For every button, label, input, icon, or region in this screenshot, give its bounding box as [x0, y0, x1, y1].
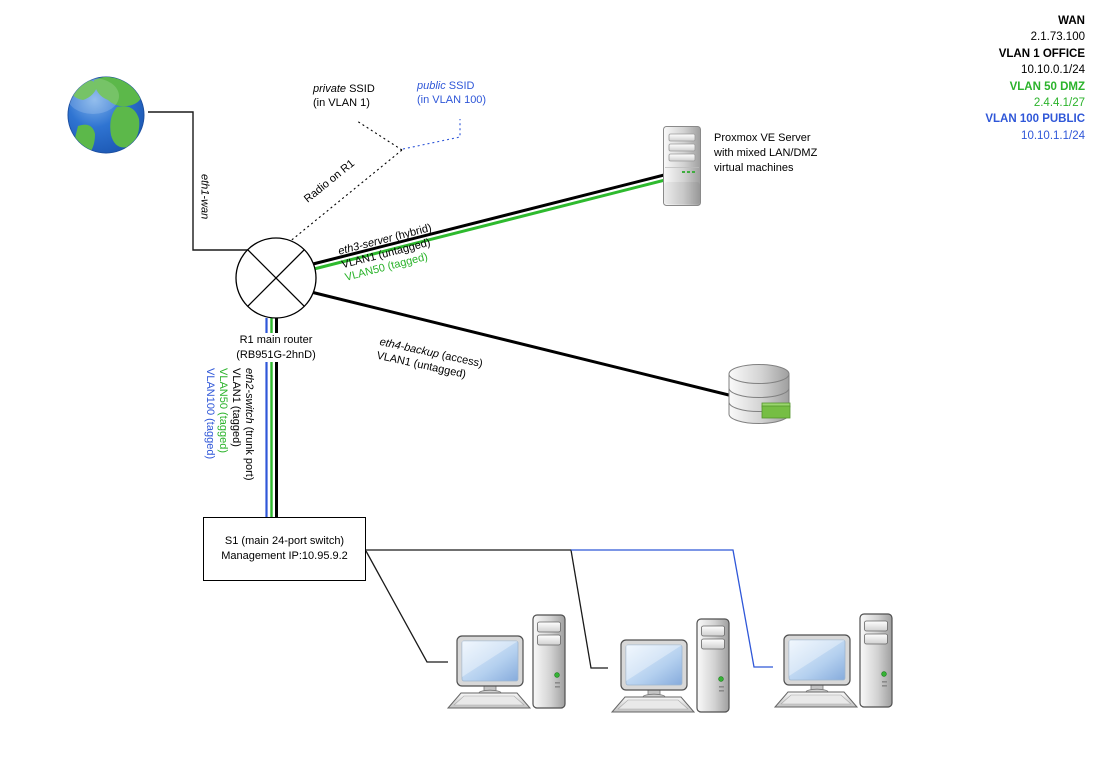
server-label: Proxmox VE Server with mixed LAN/DMZ vir… — [714, 131, 817, 176]
eth2-vlan100-label: VLAN100 (tagged) — [204, 368, 216, 460]
private-ssid-label: private SSID (in VLAN 1) — [313, 83, 375, 110]
backup-database-icon — [728, 364, 791, 424]
internet-globe-icon — [67, 76, 145, 154]
eth2-port-name: eth2-switch — [243, 368, 255, 424]
eth3-server-link — [311, 171, 673, 271]
server-desc2: virtual machines — [714, 162, 794, 174]
eth2-vlan50-label: VLAN50 (tagged) — [217, 368, 229, 453]
switch-mgmt-ip: Management IP:10.95.9.2 — [221, 550, 348, 562]
pc2-icon — [611, 618, 730, 713]
eth2-trunk-labels: VLAN100 (tagged) VLAN50 (tagged) VLAN1 (… — [203, 368, 255, 481]
server-name: Proxmox VE Server — [714, 132, 811, 144]
eth2-vlan1-label: VLAN1 (tagged) — [230, 368, 242, 447]
legend-vlan100-label: VLAN 100 PUBLIC — [985, 113, 1085, 126]
legend-vlan1-label: VLAN 1 OFFICE — [998, 47, 1085, 60]
public-ssid-dotted-link — [402, 119, 461, 150]
legend-vlan1-ip: 10.10.0.1/24 — [1021, 64, 1085, 77]
eth1-wan-label: eth1-wan — [198, 174, 211, 220]
public-ssid-vlan: (in VLAN 100) — [417, 93, 487, 106]
legend-wan-label: WAN — [1058, 15, 1085, 27]
private-ssid-vlan: (in VLAN 1) — [313, 96, 370, 109]
pc1-icon — [447, 614, 566, 709]
switch-pc2-link — [366, 549, 608, 669]
eth2-port-label: eth2-switch (trunk port) — [242, 368, 255, 481]
private-ssid-dotted-link — [356, 120, 403, 151]
public-ssid-name: public — [417, 80, 446, 92]
router-label: R1 main router (RB951G-2hnD) — [206, 333, 346, 362]
pc3-icon — [774, 613, 893, 708]
eth2-port-mode: (trunk port) — [243, 423, 255, 481]
vlan-legend: WAN 2.1.73.100 VLAN 1 OFFICE 10.10.0.1/2… — [985, 13, 1085, 144]
switch-pc1-link — [365, 550, 448, 663]
eth1-wan-link — [148, 111, 248, 251]
router-node-icon — [235, 237, 317, 319]
router-model: (RB951G-2hnD) — [236, 348, 316, 361]
legend-vlan50-ip: 2.4.4.1/27 — [1033, 97, 1085, 110]
server-desc1: with mixed LAN/DMZ — [714, 147, 818, 159]
private-ssid-name: private — [313, 83, 347, 95]
switch-node: S1 (main 24-port switch) Management IP:1… — [203, 517, 366, 581]
legend-wan-ip: 2.1.73.100 — [1030, 31, 1085, 44]
eth4-backup-link — [310, 290, 746, 401]
server-tower-icon — [663, 126, 701, 206]
switch-pc3-link — [571, 549, 773, 668]
private-ssid-suffix: SSID — [346, 83, 375, 95]
router-name: R1 main router — [239, 334, 313, 346]
legend-vlan50-label: VLAN 50 DMZ — [1009, 80, 1085, 93]
legend-vlan100-ip: 10.10.1.1/24 — [1021, 129, 1085, 142]
public-ssid-suffix: SSID — [445, 80, 475, 92]
switch-name: S1 (main 24-port switch) — [224, 535, 345, 547]
public-ssid-label: public SSID (in VLAN 100) — [417, 80, 486, 107]
